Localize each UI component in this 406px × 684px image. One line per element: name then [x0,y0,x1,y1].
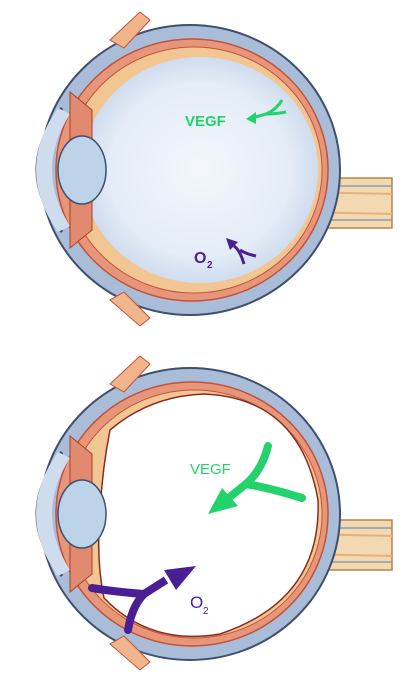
svg-text:O: O [190,593,203,612]
svg-text:2: 2 [203,606,209,617]
vegf-label-bottom: VEGF [190,461,231,478]
eye-bottom: VEGF O 2 [36,356,392,670]
svg-text:O: O [194,250,206,267]
svg-text:2: 2 [207,260,213,271]
lens-bottom [58,480,106,548]
lens-top [58,136,106,204]
vegf-label-top: VEGF [185,113,226,130]
eye-top: VEGF O 2 [36,12,392,326]
